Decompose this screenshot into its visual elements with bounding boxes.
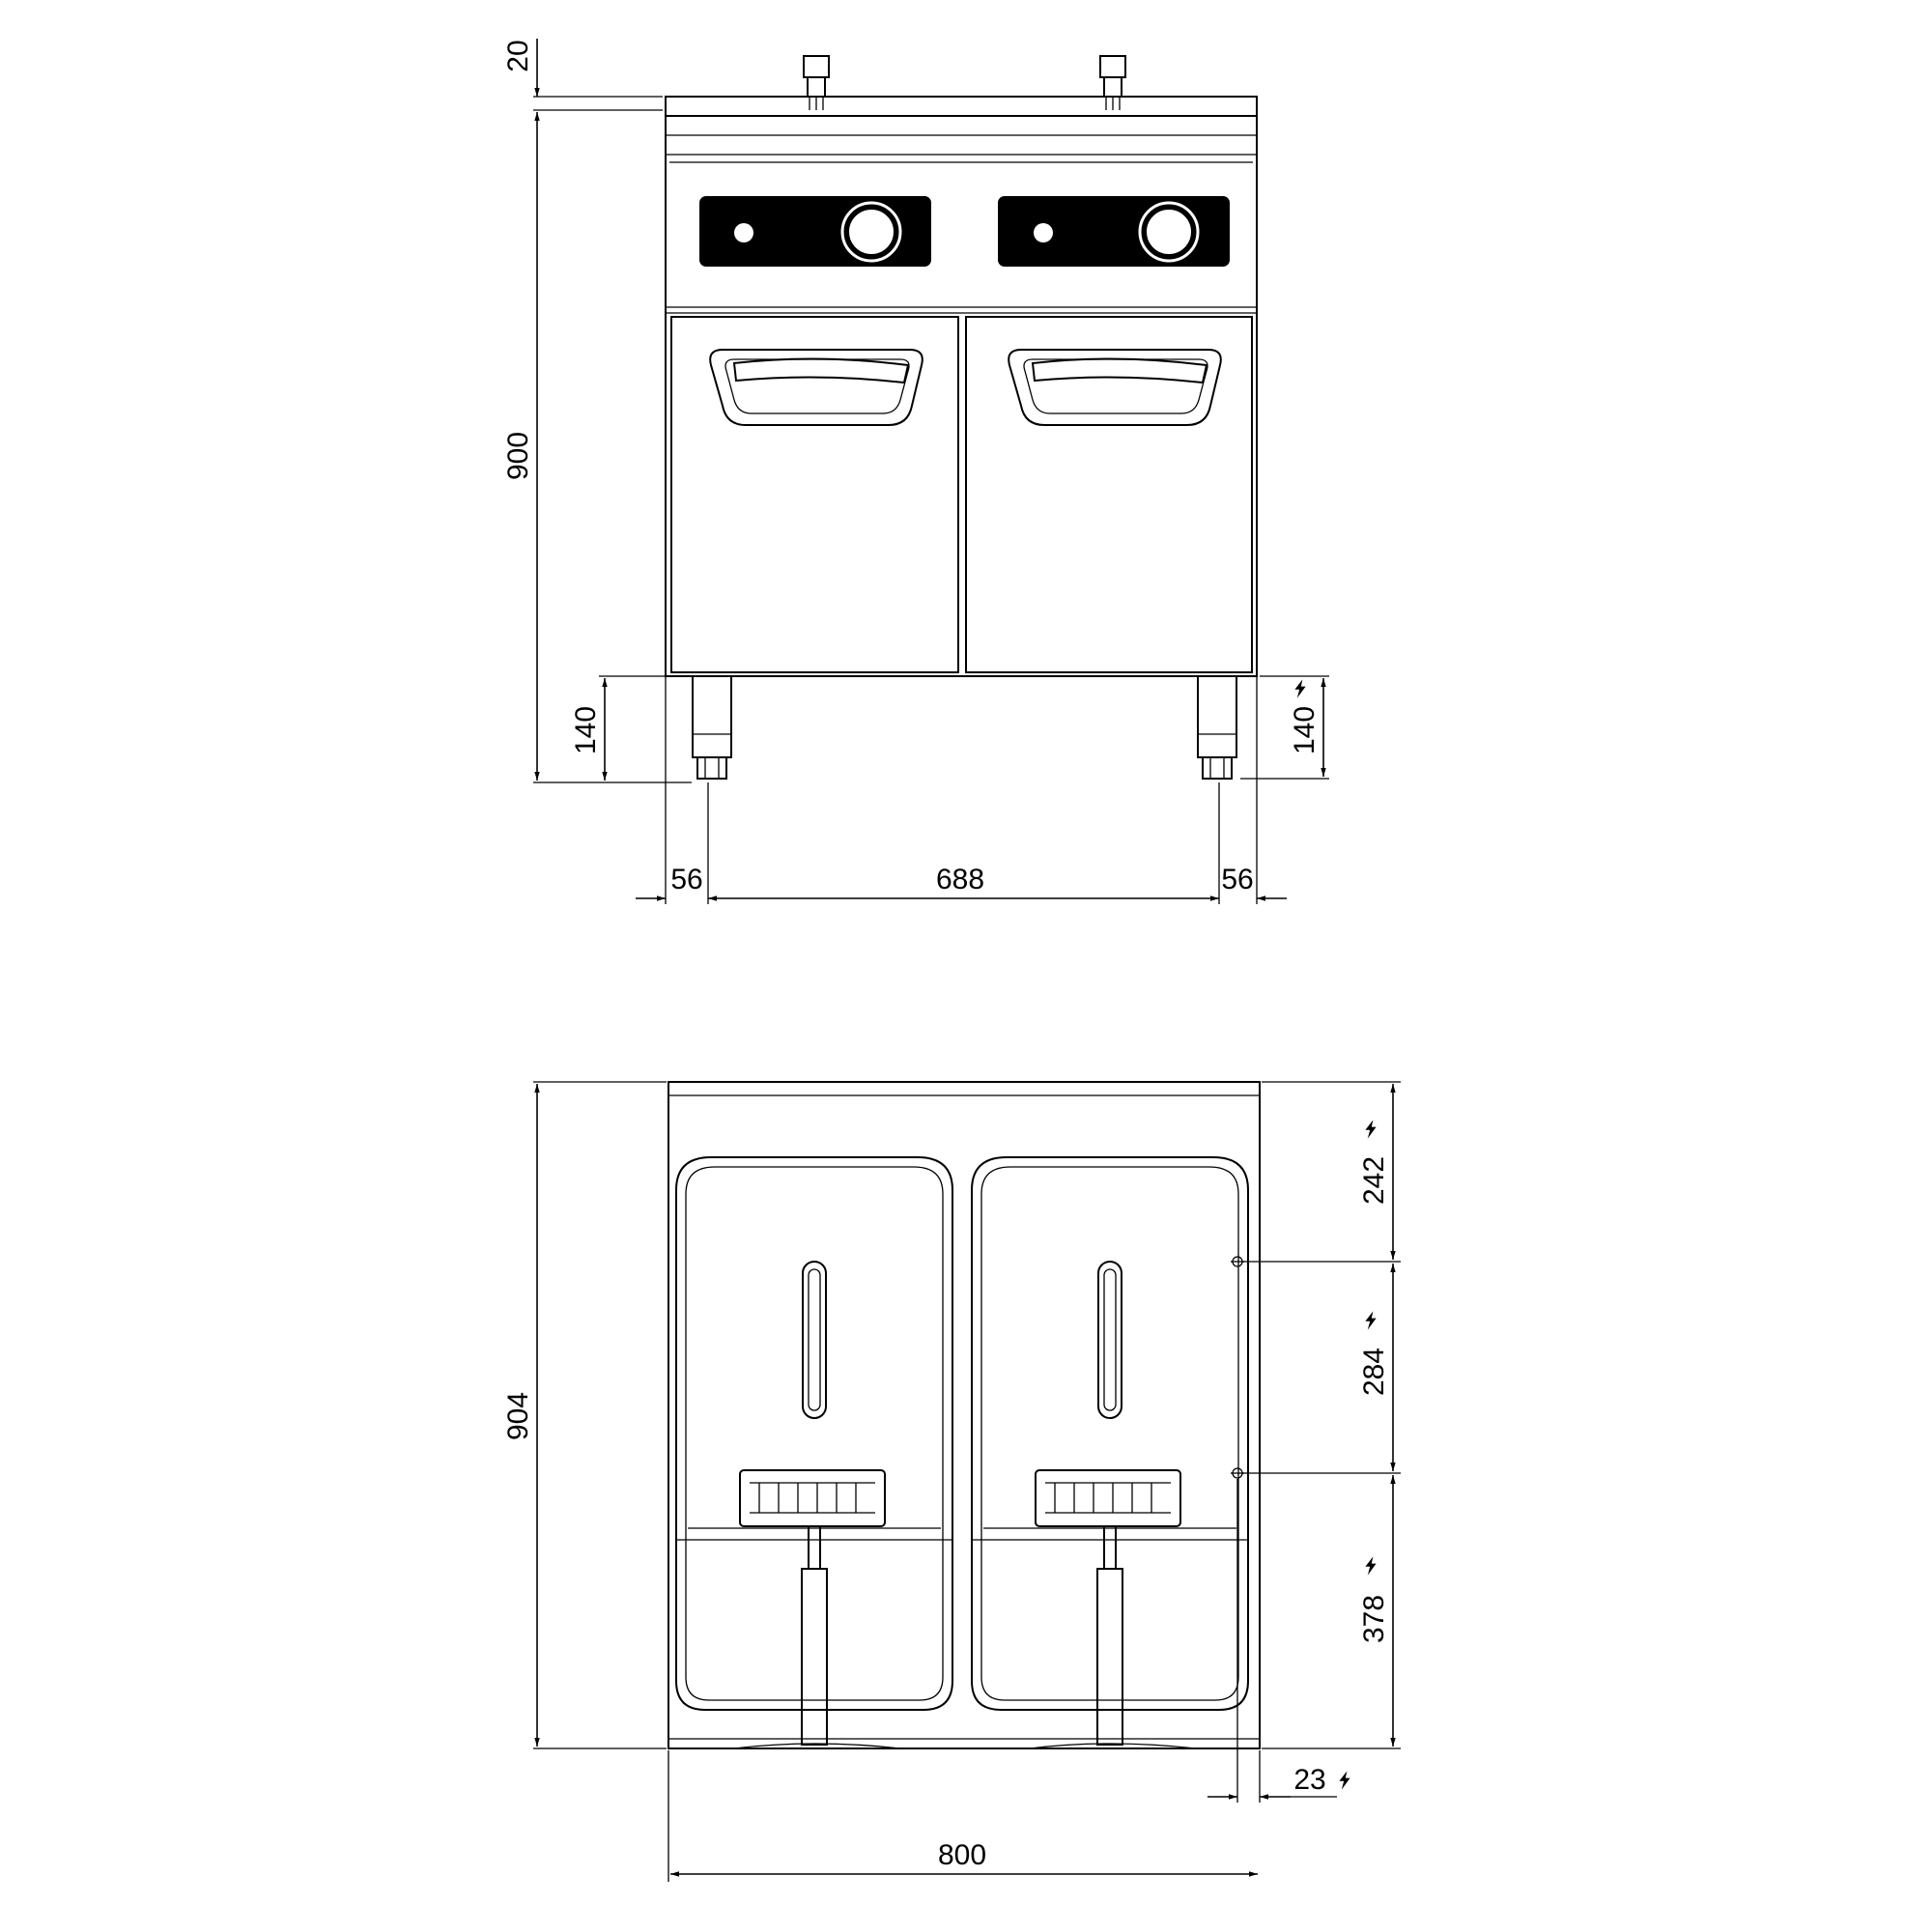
dim-feet-span: 56 688 56 [636,676,1287,904]
dim-height: 900 [502,112,692,783]
dim-top-gap-label: 20 [502,40,534,71]
control-panel-left [699,196,931,267]
dim-height-label: 900 [502,432,534,480]
dim-foot-left: 140 [570,675,690,781]
front-body [665,115,1258,677]
dim-foot-right: 140 [1240,675,1329,780]
heating-element-left [739,1469,886,1746]
door-right [965,316,1253,673]
lightning-bolt-icon [1365,1556,1377,1576]
top-outline [668,1081,1261,1749]
drain-tap-right [1099,55,1126,110]
fryer-well-right [971,1156,1249,1711]
dim-left-offset-label: 56 [670,864,702,895]
dim-foot-left-label: 140 [570,706,602,754]
basket-handle-right [1096,1568,1123,1746]
dim-width-label: 800 [938,1839,986,1871]
foot-right [1197,675,1237,780]
drain-tap-left [803,55,830,110]
dim-top-gap: 20 [502,39,663,111]
front-view: 20 900 140 140 [502,39,1329,904]
dim-right-offset-label: 56 [1221,864,1253,895]
lightning-bolt-icon [1365,1120,1377,1139]
heating-element-right [1035,1469,1181,1746]
lightning-bolt-icon [1339,1771,1350,1790]
dim-depth-label: 904 [502,1392,534,1440]
dim-conn-offset-label: 23 [1293,1764,1325,1796]
dim-feet-span-label: 688 [936,864,984,895]
lightning-bolt-icon [1365,1311,1377,1330]
front-top-rim [665,96,1258,117]
pilot-light-icon [734,223,753,242]
door-handle-left [709,349,923,426]
control-panel-right [998,196,1230,267]
top-view: 904 242 284 378 23 [502,1081,1401,1882]
dim-seg-bottom-label: 378 [1358,1595,1390,1643]
fryer-well-left [675,1156,953,1711]
dim-depth: 904 [502,1081,667,1749]
pilot-light-icon [1034,223,1053,242]
basket-handle-left [801,1568,828,1746]
dim-conn-offset: 23 [1208,1479,1350,1803]
foot-left [692,675,732,780]
door-handle-right [1008,349,1222,426]
dim-width: 800 [668,1750,1258,1882]
dim-connection-segments: 242 284 378 [1242,1081,1401,1749]
dim-foot-right-label: 140 [1289,706,1321,754]
dim-seg-mid-label: 284 [1358,1348,1390,1396]
dim-seg-top-label: 242 [1358,1156,1390,1205]
door-left [670,316,959,673]
lightning-bolt-icon [1294,679,1306,698]
